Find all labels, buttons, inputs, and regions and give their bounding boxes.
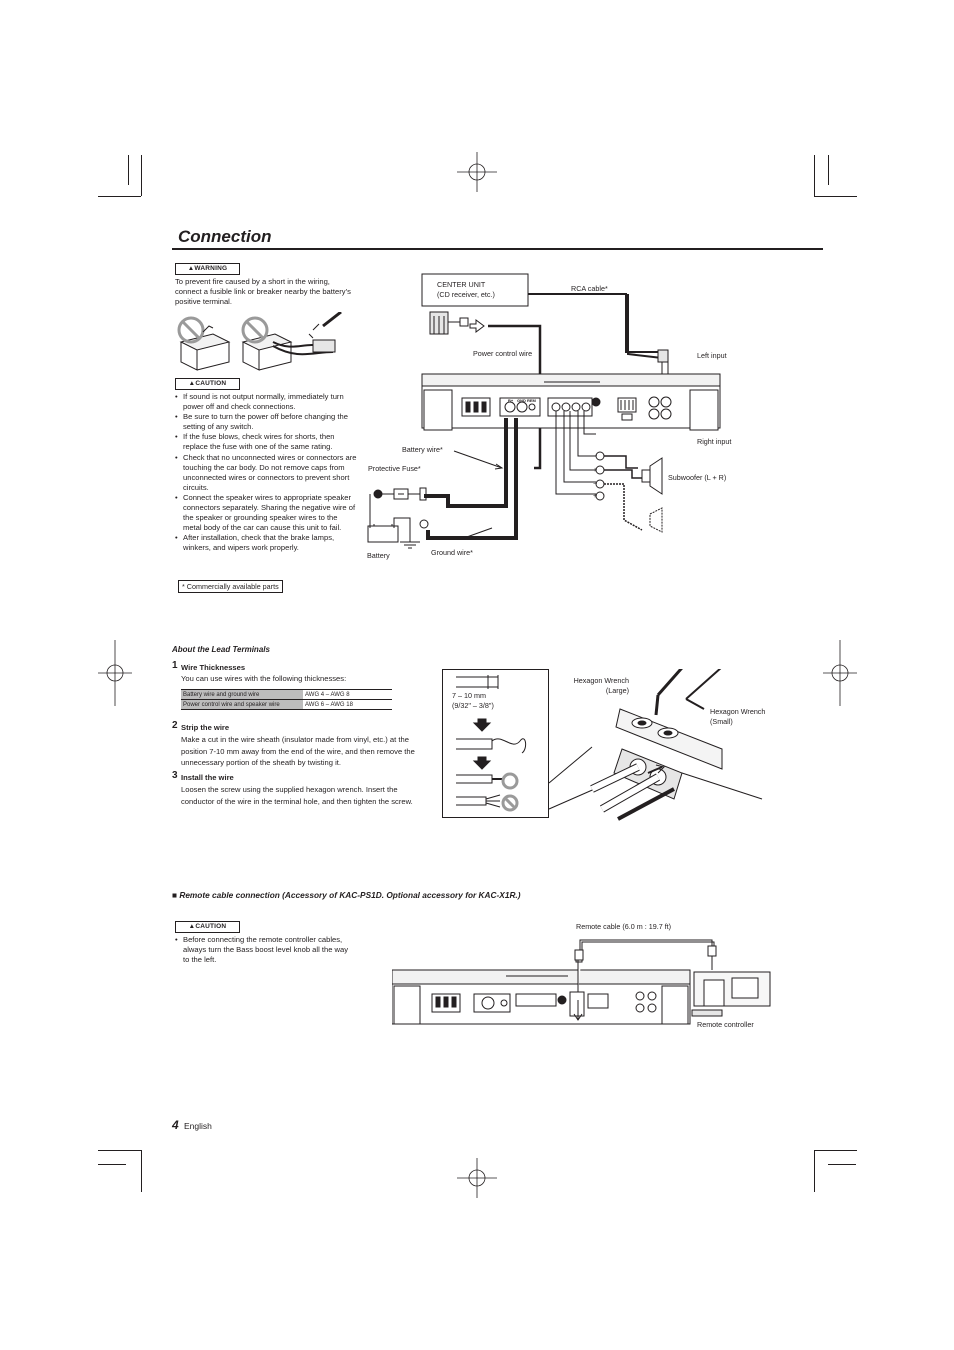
battery-wire-label: Battery wire* <box>402 445 443 454</box>
step-number: 1 <box>172 660 178 671</box>
warning-text: To prevent fire caused by a short in the… <box>175 277 351 307</box>
center-unit-label: CENTER UNIT <box>437 280 486 289</box>
remote-cable-label: Remote cable (6.0 m : 19.7 ft) <box>576 922 672 931</box>
right-input-label: Right input <box>697 437 732 446</box>
table-cell: Battery wire and ground wire <box>181 689 303 700</box>
caution-item: Check that no unconnected wires or conne… <box>175 453 357 493</box>
svg-text:+: + <box>593 493 597 500</box>
amp-rem-label: REM <box>527 398 536 403</box>
step-title: Strip the wire <box>181 723 230 732</box>
strip-length-label: 7 – 10 mm <box>452 691 486 700</box>
step-title: Install the wire <box>181 773 234 782</box>
remote-diagram <box>392 939 771 1025</box>
title-rule <box>172 248 823 250</box>
table-cell: Power control wire and speaker wire <box>181 699 303 710</box>
caution-item: Before connecting the remote controller … <box>175 935 355 965</box>
wrench-large-label: Hexagon Wrench <box>573 676 629 685</box>
step-number: 3 <box>172 770 178 781</box>
center-unit-sub-label: (CD receiver, etc.) <box>437 290 495 299</box>
svg-text:−: − <box>593 453 597 460</box>
table-cell: AWG 6 – AWG 18 <box>303 699 392 710</box>
amp-gnd-label: GND <box>517 398 526 403</box>
battery-fuse-illustration <box>177 312 342 371</box>
wrench-small-sub-label: (Small) <box>710 717 733 726</box>
caution-triangle-icon: ▲ <box>188 380 196 387</box>
page-language: English <box>184 1121 212 1131</box>
table-row: Battery wire and ground wire AWG 4 – AWG… <box>181 689 392 700</box>
ground-wire-label: Ground wire* <box>431 548 473 557</box>
wrench-small-label: Hexagon Wrench <box>710 707 766 716</box>
remote-controller-label: Remote controller <box>697 1020 754 1029</box>
step-text: Loosen the screw using the supplied hexa… <box>181 785 413 806</box>
battery-label: Battery <box>367 551 390 560</box>
caution-item: If the fuse blows, check wires for short… <box>175 432 357 452</box>
svg-text:+: + <box>593 467 597 474</box>
step-text: You can use wires with the following thi… <box>181 674 347 683</box>
remote-caution-list: Before connecting the remote controller … <box>175 935 355 965</box>
caution-badge: ▲CAUTION <box>175 378 240 390</box>
left-input-label: Left input <box>697 351 727 360</box>
table-row: Power control wire and speaker wire AWG … <box>181 699 392 710</box>
caution-list: If sound is not output normally, immedia… <box>175 392 357 554</box>
caution-item: Be sure to turn the power off before cha… <box>175 412 357 432</box>
step-number: 2 <box>172 720 178 731</box>
wiring-diagram: − + − + <box>367 273 721 549</box>
page-number: 4 <box>172 1118 179 1132</box>
warning-badge: ▲WARNING <box>175 263 240 275</box>
power-control-wire-label: Power control wire <box>473 349 533 358</box>
table-cell: AWG 4 – AWG 8 <box>303 689 392 700</box>
wire-strip-illustration <box>442 669 763 821</box>
caution-triangle-icon: ▲ <box>188 923 196 930</box>
subwoofer-label: Subwoofer (L + R) <box>668 473 727 482</box>
svg-text:−: − <box>593 481 597 488</box>
step-title: Wire Thicknesses <box>181 663 246 672</box>
caution-item: Connect the speaker wires to appropriate… <box>175 493 357 533</box>
warning-triangle-icon: ▲ <box>187 265 195 272</box>
strip-length-inch-label: (9/32" – 3/8") <box>452 701 494 710</box>
protective-fuse-label: Protective Fuse* <box>368 464 421 473</box>
caution-item: After installation, check that the brake… <box>175 533 357 553</box>
rca-cable-label: RCA cable* <box>571 284 608 293</box>
amp-bplus-label: B+ <box>508 398 514 403</box>
step-text: Make a cut in the wire sheath (insulator… <box>181 735 415 768</box>
lead-terminals-heading: About the Lead Terminals <box>172 645 270 654</box>
remote-caution-badge: ▲CAUTION <box>175 921 240 933</box>
commercially-available-note: * Commercially available parts <box>178 580 283 593</box>
page-title: Connection <box>178 227 272 246</box>
caution-item: If sound is not output normally, immedia… <box>175 392 357 412</box>
wrench-large-sub-label: (Large) <box>605 686 629 695</box>
square-bullet-icon: ■ <box>172 890 180 900</box>
wire-thickness-table: Battery wire and ground wire AWG 4 – AWG… <box>181 689 392 710</box>
remote-section-heading: ■ Remote cable connection (Accessory of … <box>172 890 521 900</box>
